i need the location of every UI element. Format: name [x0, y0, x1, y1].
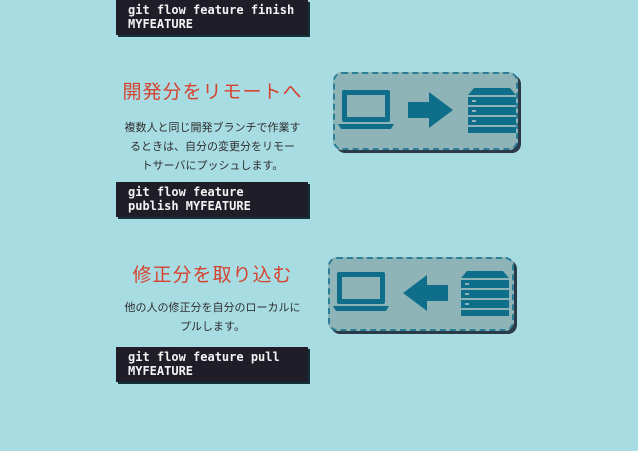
- laptop-icon: [333, 272, 389, 311]
- code-snippet-feature-finish: git flow feature finish MYFEATURE: [116, 0, 308, 35]
- code-snippet-feature-pull: git flow feature pull MYFEATURE: [116, 347, 308, 382]
- laptop-icon: [338, 90, 394, 129]
- push-diagram-panel: [333, 72, 518, 150]
- description-line: 複数人と同じ開発ブランチで作業す: [124, 121, 301, 134]
- arrow-left-icon: [403, 275, 448, 311]
- description-pull-changes: 他の人の修正分を自分のローカルに プルします。: [110, 298, 315, 336]
- arrow-right-icon: [408, 92, 453, 128]
- description-push-to-remote: 複数人と同じ開発ブランチで作業す るときは、自分の変更分をリモー トサーバにプッ…: [110, 118, 315, 175]
- heading-push-to-remote: 開発分をリモートへ: [122, 81, 303, 103]
- pull-diagram: [333, 271, 509, 316]
- description-line: るときは、自分の変更分をリモー: [130, 140, 295, 153]
- description-line: 他の人の修正分を自分のローカルに: [124, 301, 301, 314]
- description-line: プルします。: [180, 320, 245, 333]
- heading-pull-changes: 修正分を取り込む: [132, 264, 293, 286]
- server-icon: [461, 271, 509, 316]
- server-icon: [468, 88, 516, 133]
- description-line: トサーバにプッシュします。: [141, 159, 284, 172]
- push-diagram: [338, 88, 516, 133]
- pull-diagram-panel: [328, 257, 514, 331]
- code-snippet-feature-publish: git flow feature publish MYFEATURE: [116, 182, 308, 217]
